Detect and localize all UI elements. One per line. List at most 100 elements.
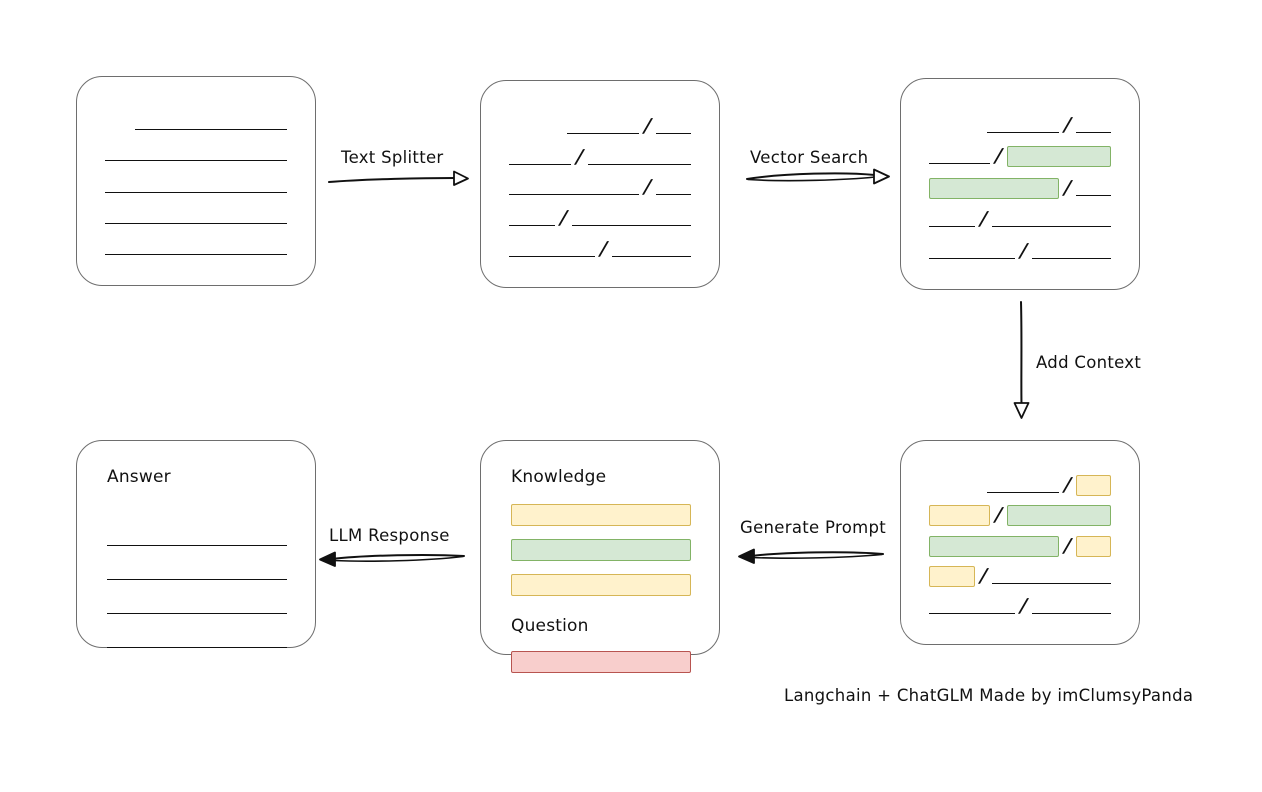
text-line-segment — [987, 131, 1060, 133]
highlight-chip-yellow — [929, 505, 990, 527]
node-vector-search-matches[interactable]: / / / / / — [900, 78, 1140, 290]
answer-content: Answer — [77, 441, 315, 648]
text-line-segment — [1032, 257, 1111, 259]
text-line-segment — [1032, 613, 1111, 615]
highlight-chip-yellow — [1075, 535, 1111, 557]
highlight-chip-green — [929, 535, 1059, 557]
text-line-segment — [105, 191, 287, 193]
arrow-vector-search — [746, 168, 890, 185]
highlight-chip-yellow — [929, 565, 975, 587]
highlight-chip-green — [1006, 505, 1111, 527]
chunk-separator: / — [978, 208, 988, 231]
chunk-separator: / — [1063, 474, 1072, 497]
chunk-separator: / — [643, 114, 653, 137]
answer-text-line — [107, 580, 287, 614]
chunk-separator: / — [599, 237, 608, 260]
text-line-segment — [656, 132, 691, 134]
chunk-separator: / — [994, 504, 1003, 527]
arrow-llm-response — [319, 551, 465, 567]
prompt-bar-green — [511, 539, 691, 561]
vector-matches-rows: / / / / / — [901, 79, 1139, 289]
chunk-separator: / — [1063, 534, 1072, 557]
text-row: / — [929, 588, 1111, 618]
context-added-rows: / / / / / — [901, 441, 1139, 644]
text-line-segment — [105, 254, 287, 256]
text-row — [105, 103, 287, 134]
text-row: / — [929, 231, 1111, 263]
highlight-chip-yellow — [1075, 475, 1111, 497]
answer-lines — [107, 512, 287, 648]
question-label: Question — [511, 616, 589, 636]
text-row: / — [929, 137, 1111, 169]
edge-label-llm-response: LLM Response — [329, 526, 450, 545]
knowledge-label: Knowledge — [511, 467, 607, 487]
text-row: / — [929, 168, 1111, 200]
answer-text-line — [107, 512, 287, 546]
prompt-bar-yellow — [511, 504, 691, 526]
text-line-segment — [105, 222, 287, 224]
text-line-segment — [1075, 194, 1111, 196]
text-row: / — [509, 230, 691, 261]
text-row — [105, 165, 287, 196]
prompt-bar-red — [511, 651, 691, 673]
highlight-chip-green — [929, 177, 1059, 199]
text-row: / — [509, 107, 691, 138]
text-line-segment — [929, 163, 990, 165]
answer-text-line — [107, 546, 287, 580]
knowledge-bars — [511, 504, 691, 596]
text-line-segment — [991, 582, 1111, 584]
arrow-add-context — [1013, 301, 1030, 419]
text-row: / — [509, 138, 691, 169]
prompt-content: Knowledge Question — [481, 441, 719, 673]
text-line-segment — [105, 160, 287, 162]
text-row: / — [929, 558, 1111, 588]
text-row — [105, 197, 287, 228]
chunk-separator: / — [1063, 176, 1072, 199]
chunk-separator: / — [993, 145, 1003, 168]
text-line-segment — [929, 257, 1016, 259]
text-line-segment — [991, 226, 1111, 228]
chunk-separator: / — [1019, 239, 1028, 262]
text-row — [105, 134, 287, 165]
node-source-document[interactable] — [76, 76, 316, 286]
node-answer[interactable]: Answer — [76, 440, 316, 648]
arrow-generate-prompt — [738, 548, 884, 564]
text-row: / — [929, 105, 1111, 137]
node-generated-prompt[interactable]: Knowledge Question — [480, 440, 720, 673]
question-bars — [511, 651, 691, 673]
split-chunks-rows: ///// — [481, 81, 719, 287]
footer-credit: Langchain + ChatGLM Made by imClumsyPand… — [784, 686, 1194, 705]
text-row: / — [929, 497, 1111, 527]
node-split-chunks[interactable]: ///// — [480, 80, 720, 288]
chunk-separator: / — [979, 564, 988, 587]
text-line-segment — [571, 225, 691, 227]
chunk-separator: / — [1063, 113, 1073, 136]
text-line-segment — [135, 129, 287, 131]
text-line-segment — [929, 613, 1016, 615]
node-context-added-chunks[interactable]: / / / / / — [900, 440, 1140, 645]
text-row: / — [929, 200, 1111, 232]
text-row: / — [929, 467, 1111, 497]
highlight-chip-green — [1006, 146, 1111, 168]
prompt-bar-yellow — [511, 574, 691, 596]
text-line-segment — [509, 225, 555, 227]
edge-label-text-splitter: Text Splitter — [341, 148, 444, 167]
text-line-segment — [987, 492, 1059, 494]
text-row: / — [929, 527, 1111, 557]
edge-label-vector-search: Vector Search — [750, 148, 869, 167]
edge-label-add-context: Add Context — [1036, 353, 1142, 372]
chunk-separator: / — [1019, 595, 1028, 618]
text-line-segment — [509, 163, 572, 165]
text-row: / — [509, 169, 691, 200]
answer-title: Answer — [107, 467, 171, 487]
text-line-segment — [567, 132, 640, 134]
source-document-rows — [77, 77, 315, 285]
text-line-segment — [588, 163, 691, 165]
text-line-segment — [509, 194, 639, 196]
text-row: / — [509, 199, 691, 230]
text-row — [105, 228, 287, 259]
text-line-segment — [509, 255, 596, 257]
edge-label-generate-prompt: Generate Prompt — [740, 518, 886, 537]
arrow-text-splitter — [328, 170, 469, 186]
